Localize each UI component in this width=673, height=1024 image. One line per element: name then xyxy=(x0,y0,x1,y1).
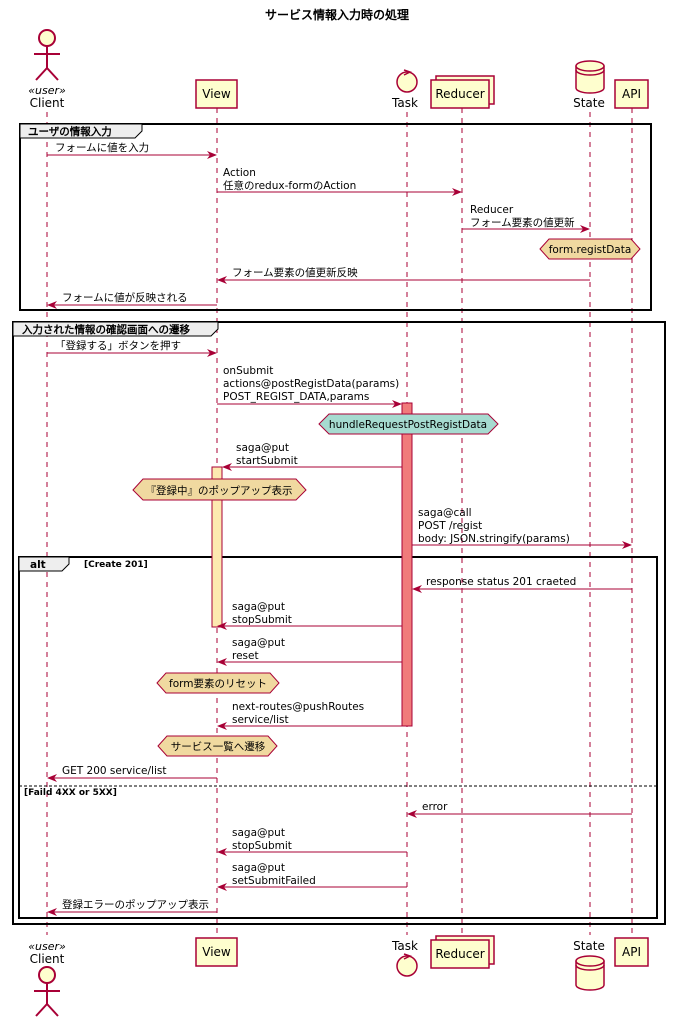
api-participant-bottom: API xyxy=(614,937,649,967)
svg-text:hundleRequestPostRegistData: hundleRequestPostRegistData xyxy=(329,419,487,431)
message-label: saga@put xyxy=(232,637,285,649)
control-icon xyxy=(396,953,418,977)
state-label: State xyxy=(573,96,605,110)
group-user-input: ユーザの情報入力 xyxy=(19,123,652,311)
view-label: View xyxy=(202,87,231,101)
message-label: saga@call xyxy=(418,507,472,519)
message-label: stopSubmit xyxy=(232,840,292,852)
message-label: 任意のredux-formのAction xyxy=(223,179,356,192)
message-label: フォームに値を入力 xyxy=(55,141,149,154)
client-label: Client xyxy=(30,96,65,110)
message-label: saga@put xyxy=(236,442,289,454)
database-icon xyxy=(575,955,605,991)
alt-failure-guard: [Faild 4XX or 5XX] xyxy=(24,788,117,798)
svg-text:Task: Task xyxy=(391,939,418,953)
message-label: response status 201 craeted xyxy=(426,576,576,588)
svg-text:API: API xyxy=(622,945,641,959)
note-hundle-request: hundleRequestPostRegistData xyxy=(318,413,499,435)
svg-text:form要素のリセット: form要素のリセット xyxy=(169,677,267,690)
group-user-input-label: ユーザの情報入力 xyxy=(28,125,112,138)
note-registering-popup: 『登録中』のポップアップ表示 xyxy=(132,478,307,501)
state-participant-bottom: State xyxy=(573,939,605,991)
message-label: Reducer xyxy=(470,204,514,216)
message-label: body: JSON.stringify(params) xyxy=(418,533,570,545)
message-label: Action xyxy=(223,167,256,179)
lifelines xyxy=(46,108,633,935)
task-activation-bar xyxy=(401,402,413,727)
reducer-participant-bottom: Reducer xyxy=(430,935,495,969)
message-label: フォームに値が反映される xyxy=(62,291,188,304)
message-label: GET 200 service/list xyxy=(62,765,166,777)
database-icon xyxy=(575,60,605,94)
message-label: reset xyxy=(232,650,259,662)
message-label: saga@put xyxy=(232,862,285,874)
client-participant xyxy=(34,29,60,81)
client-stereotype-bottom: «user» xyxy=(28,940,66,953)
message-label: POST_REGIST_DATA,params xyxy=(223,391,369,403)
note-service-list-transition: サービス一覧へ遷移 xyxy=(157,735,278,757)
messages xyxy=(47,151,632,916)
control-icon xyxy=(396,69,418,93)
group-confirm-label: 入力された情報の確認画面への遷移 xyxy=(22,323,190,336)
view-participant: View xyxy=(195,79,238,109)
svg-text:View: View xyxy=(202,945,231,959)
note-form-registdata: form.registData xyxy=(539,238,641,260)
api-label: API xyxy=(622,87,641,101)
message-label: onSubmit xyxy=(223,365,273,377)
svg-text:Reducer: Reducer xyxy=(435,947,484,961)
message-label: service/list xyxy=(232,714,289,726)
message-label: saga@put xyxy=(232,827,285,839)
svg-text:『登録中』のポップアップ表示: 『登録中』のポップアップ表示 xyxy=(146,484,293,497)
message-label: フォーム要素の値更新反映 xyxy=(232,266,358,279)
message-label: POST /regist xyxy=(418,520,482,532)
svg-text:form.registData: form.registData xyxy=(549,244,632,256)
message-label: フォーム要素の値更新 xyxy=(470,216,575,229)
group-confirm-transition: 入力された情報の確認画面への遷移 xyxy=(12,321,666,925)
message-label: 登録エラーのポップアップ表示 xyxy=(62,898,209,911)
message-label: actions@postRegistData(params) xyxy=(223,378,399,390)
task-participant-bottom: Task xyxy=(391,939,418,977)
message-label: next-routes@pushRoutes xyxy=(232,701,364,713)
message-label: error xyxy=(422,801,448,813)
message-label: stopSubmit xyxy=(232,614,292,626)
message-labels: フォームに値を入力 Action 任意のredux-formのAction Re… xyxy=(55,141,576,911)
diagram-title: サービス情報入力時の処理 xyxy=(265,7,409,22)
participants-bottom: «user» Client View Task Reducer Sta xyxy=(28,935,649,1017)
alt-frame: alt [Create 201] [Faild 4XX or 5XX] xyxy=(18,556,658,919)
svg-text:サービス一覧へ遷移: サービス一覧へ遷移 xyxy=(171,740,266,753)
participants-top: «user» Client View Task Reducer State xyxy=(28,29,649,110)
notes: form.registData hundleRequestPostRegistD… xyxy=(132,238,641,757)
task-participant: Task xyxy=(391,69,418,110)
message-label: 「登録する」ボタンを押す xyxy=(55,339,181,352)
message-label: startSubmit xyxy=(236,455,298,467)
api-participant: API xyxy=(614,79,649,109)
alt-label: alt xyxy=(30,559,46,571)
note-form-reset: form要素のリセット xyxy=(156,672,280,694)
message-label: setSubmitFailed xyxy=(232,875,316,887)
client-label-bottom: Client xyxy=(30,952,65,966)
reducer-label: Reducer xyxy=(435,87,484,101)
reducer-participant: Reducer xyxy=(430,75,495,109)
svg-text:State: State xyxy=(573,939,605,953)
state-participant: State xyxy=(573,60,605,110)
actor-icon xyxy=(34,966,60,1017)
actor-icon xyxy=(34,29,60,81)
client-stereotype: «user» xyxy=(28,84,66,97)
message-label: saga@put xyxy=(232,601,285,613)
alt-success-guard: [Create 201] xyxy=(84,560,148,570)
view-participant-bottom: View xyxy=(195,937,238,967)
task-label: Task xyxy=(391,96,418,110)
